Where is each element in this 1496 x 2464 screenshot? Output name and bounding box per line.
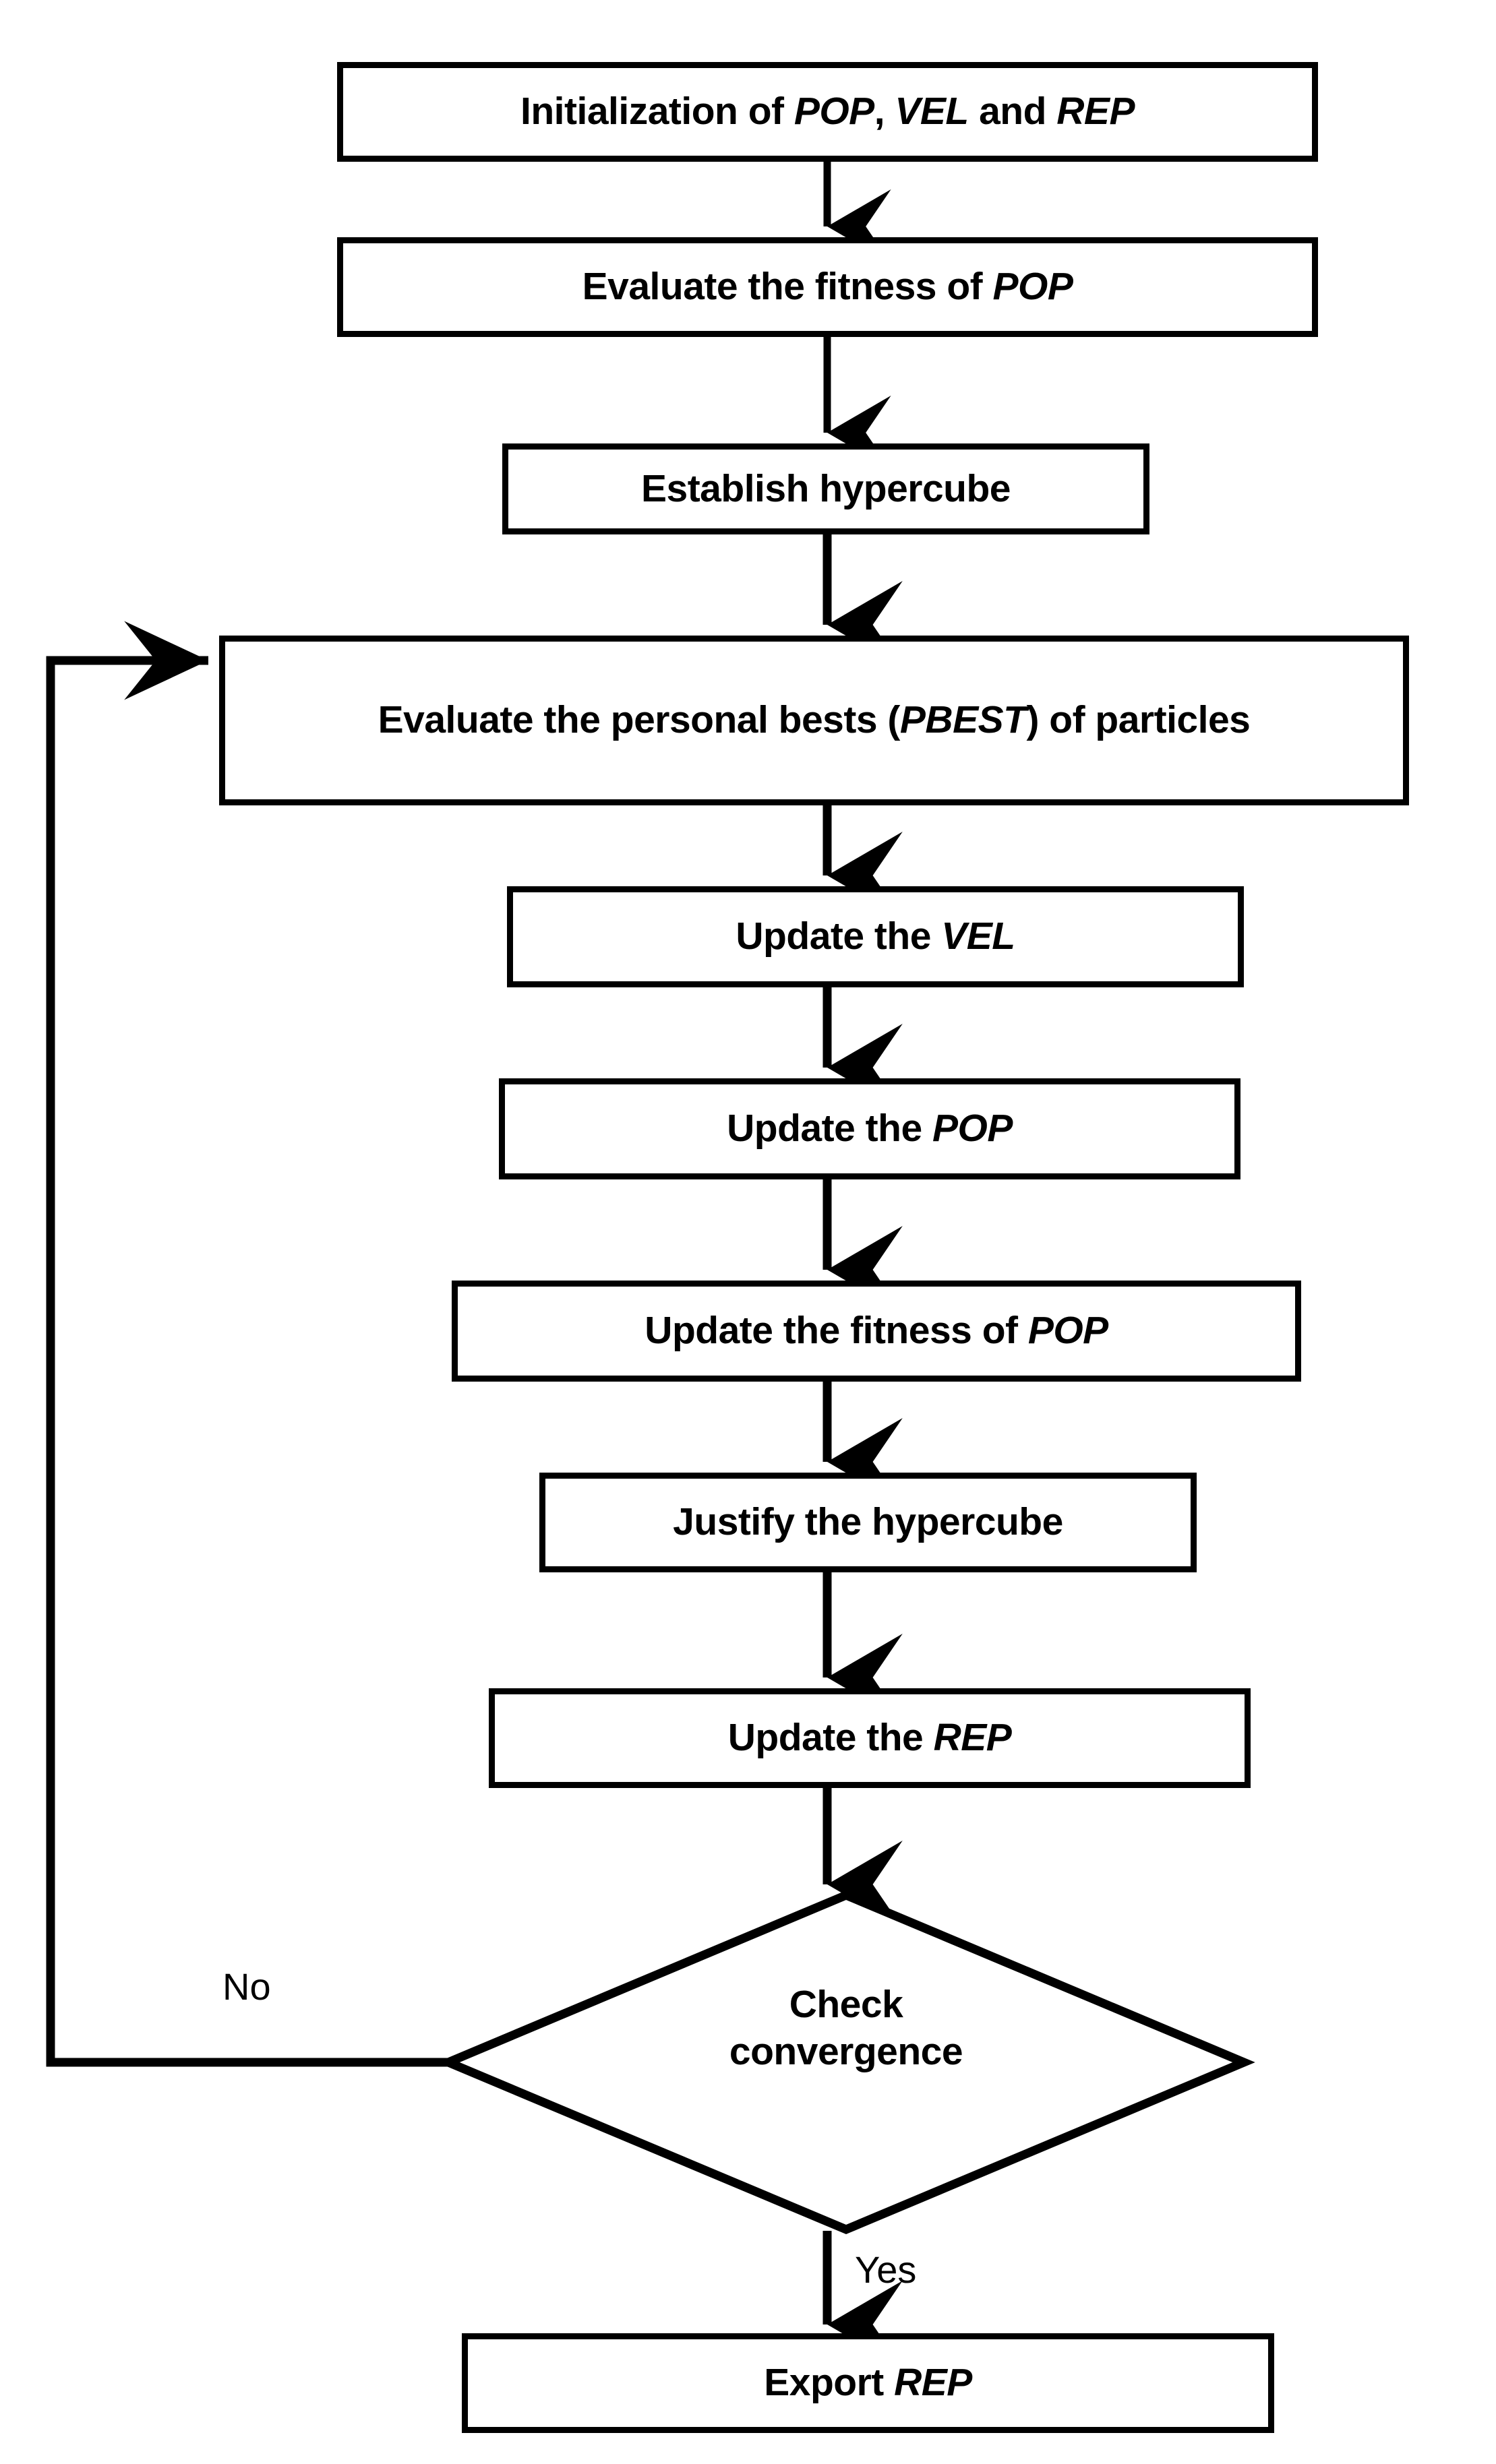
node-establish-hypercube[interactable]: Establish hypercube: [502, 443, 1149, 534]
node-update-rep-label: Update the REP: [727, 1716, 1012, 1760]
node-justify-hypercube-label: Justify the hypercube: [673, 1500, 1063, 1544]
node-update-vel[interactable]: Update the VEL: [507, 886, 1244, 987]
node-update-fitness-pop-label: Update the fitness of POP: [645, 1309, 1108, 1353]
node-initialization-label: Initialization of POP, VEL and REP: [520, 90, 1135, 133]
node-justify-hypercube[interactable]: Justify the hypercube: [539, 1473, 1197, 1572]
node-check-convergence-label: Check convergence: [729, 1983, 963, 2073]
node-update-vel-label: Update the VEL: [736, 915, 1015, 958]
node-update-pop[interactable]: Update the POP: [499, 1078, 1240, 1179]
edge-label-no: No: [222, 1965, 271, 2008]
edge-check-convergence-no-feedback: [46, 621, 448, 2067]
node-evaluate-fitness-label: Evaluate the fitness of POP: [582, 265, 1073, 309]
edge-label-yes: Yes: [855, 2248, 917, 2291]
node-evaluate-fitness[interactable]: Evaluate the fitness of POP: [337, 237, 1318, 337]
node-update-pop-label: Update the POP: [727, 1107, 1013, 1150]
node-update-rep[interactable]: Update the REP: [489, 1688, 1251, 1788]
node-update-fitness-pop[interactable]: Update the fitness of POP: [452, 1281, 1301, 1382]
decision-diamond-shape: [437, 1890, 1255, 2235]
node-export-rep-label: Export REP: [764, 2361, 972, 2405]
node-evaluate-pbest[interactable]: Evaluate the personal bests (PBEST) of p…: [219, 636, 1409, 805]
node-export-rep[interactable]: Export REP: [462, 2333, 1274, 2433]
node-evaluate-pbest-label: Evaluate the personal bests (PBEST) of p…: [378, 698, 1251, 742]
node-initialization[interactable]: Initialization of POP, VEL and REP: [337, 62, 1318, 162]
node-establish-hypercube-label: Establish hypercube: [640, 466, 1011, 510]
